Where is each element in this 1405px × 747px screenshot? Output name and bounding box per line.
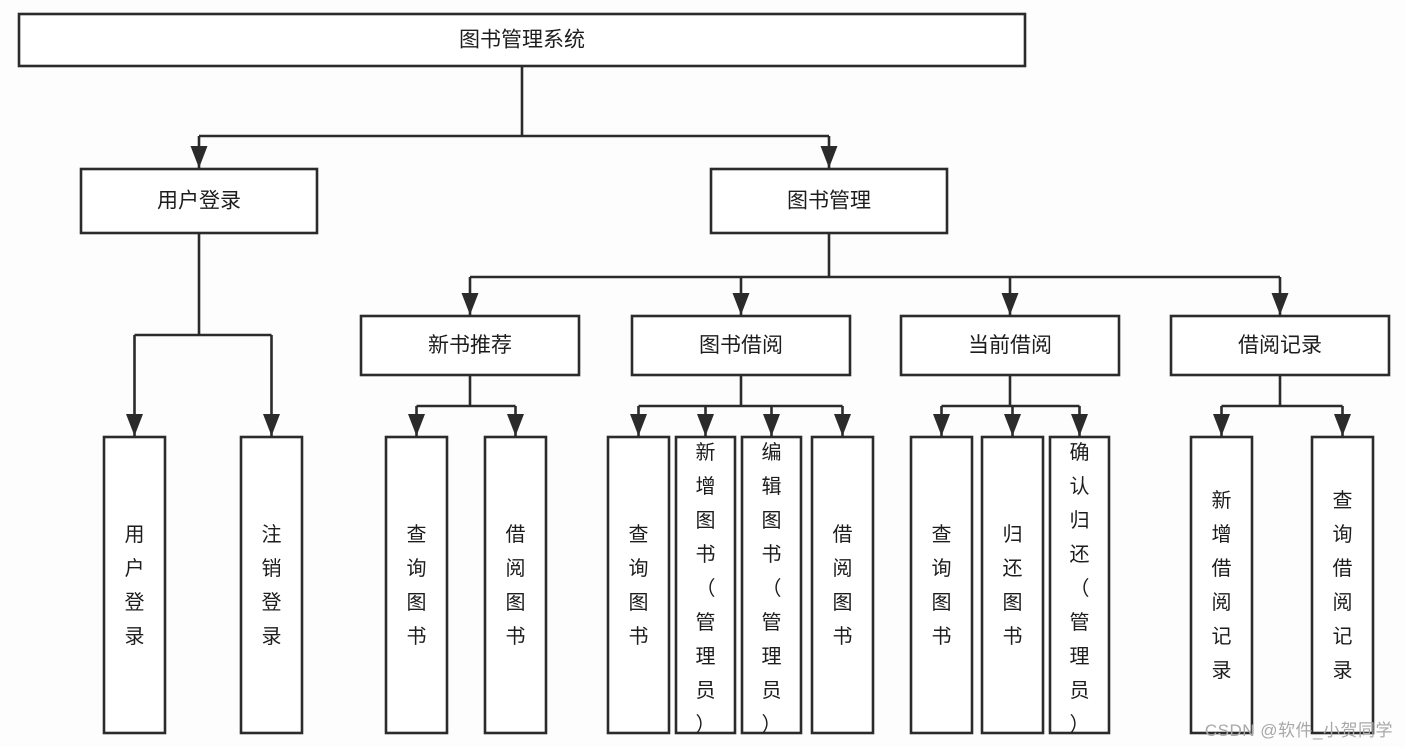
leaf-node-rect[interactable] [102,435,167,735]
level3-node-label: 借阅记录 [1238,334,1322,357]
arrow-head-icon [1004,414,1021,436]
arrow-head-icon [1001,293,1019,315]
arrow-head-icon [933,414,950,436]
leaf-node-rect[interactable] [606,435,671,735]
level3-node-1[interactable]: 新书推荐 [359,314,581,377]
leaf-node-rect[interactable] [740,435,803,735]
level3-node-rect[interactable] [359,314,581,377]
arrow-head-icon [408,414,425,436]
leaf-node-7[interactable]: 编辑图书（管理员） [740,435,803,736]
arrow-head-icon [126,414,143,436]
leaf-node-label: 编辑图书（管理员） [762,441,782,736]
leaf-node-rect[interactable] [239,435,304,735]
leaf-node-label: 注销登录 [262,523,282,648]
leaf-node-rect[interactable] [980,435,1045,735]
leaf-node-rect[interactable] [1310,435,1375,735]
node-boxes: 图书管理系统用户登录图书管理新书推荐图书借阅当前借阅借阅记录用户登录注销登录查询… [17,12,1391,736]
leaf-node-13[interactable]: 查询借阅记录 [1310,435,1375,735]
leaf-node-label: 查询图书 [407,523,427,648]
leaf-node-rect[interactable] [1189,435,1254,735]
level2-node-label: 图书管理 [787,190,871,213]
arrow-head-icon [630,414,647,436]
level3-node-2[interactable]: 图书借阅 [630,314,852,377]
leaf-node-rect[interactable] [810,435,875,735]
arrow-head-icon [834,414,851,436]
arrow-head-icon [1071,414,1088,436]
leaf-node-label: 新增借阅记录 [1212,489,1232,682]
leaf-node-label: 用户登录 [125,524,145,648]
leaf-node-8[interactable]: 借阅图书 [810,435,875,735]
level3-node-rect[interactable] [630,314,852,377]
arrow-head-icon [1271,293,1289,315]
leaf-node-1[interactable]: 用户登录 [102,435,167,735]
level2-node-2[interactable]: 图书管理 [709,167,949,235]
leaf-node-label: 查询图书 [629,523,649,648]
leaf-node-label: 查询图书 [932,523,952,648]
arrow-head-icon [507,414,524,436]
leaf-node-4[interactable]: 借阅图书 [483,435,548,735]
leaf-node-5[interactable]: 查询图书 [606,435,671,735]
leaf-node-11[interactable]: 确认归还（管理员） [1048,435,1111,736]
arrow-head-icon [820,146,838,168]
leaf-node-rect[interactable] [909,435,974,735]
level3-node-4[interactable]: 借阅记录 [1169,314,1391,377]
leaf-node-10[interactable]: 归还图书 [980,435,1045,735]
level2-node-1[interactable]: 用户登录 [79,167,319,235]
level3-node-3[interactable]: 当前借阅 [899,314,1121,377]
arrow-head-icon [1334,414,1351,436]
leaf-node-2[interactable]: 注销登录 [239,435,304,735]
leaf-node-label: 确认归还（管理员） [1070,441,1090,736]
root-node-label: 图书管理系统 [459,29,585,52]
level3-node-label: 图书借阅 [699,334,783,357]
level2-node-rect[interactable] [79,167,319,235]
leaf-node-label: 新增图书（管理员） [696,441,716,736]
leaf-node-rect[interactable] [674,435,737,735]
arrow-head-icon [461,293,479,315]
leaf-node-9[interactable]: 查询图书 [909,435,974,735]
leaf-node-rect[interactable] [1048,435,1111,735]
leaf-node-rect[interactable] [483,435,548,735]
root-node-rect[interactable] [17,12,1027,68]
leaf-node-label: 借阅图书 [833,523,853,648]
arrow-head-icon [1213,414,1230,436]
level2-node-rect[interactable] [709,167,949,235]
leaf-node-label: 借阅图书 [506,523,526,648]
leaf-node-3[interactable]: 查询图书 [384,435,449,735]
arrow-head-icon [732,293,750,315]
connector-lines [126,66,1351,436]
level3-node-rect[interactable] [1169,314,1391,377]
leaf-node-rect[interactable] [384,435,449,735]
arrow-head-icon [697,414,714,436]
level3-node-label: 新书推荐 [428,334,512,357]
leaf-node-6[interactable]: 新增图书（管理员） [674,435,737,736]
level2-node-label: 用户登录 [157,190,241,213]
arrow-head-icon [190,146,208,168]
leaf-node-label: 查询借阅记录 [1333,489,1353,682]
level3-node-label: 当前借阅 [968,334,1052,357]
leaf-node-label: 归还图书 [1003,523,1023,648]
level3-node-rect[interactable] [899,314,1121,377]
arrow-head-icon [763,414,780,436]
arrow-head-icon [263,414,280,436]
leaf-node-12[interactable]: 新增借阅记录 [1189,435,1254,735]
root-node-1[interactable]: 图书管理系统 [17,12,1027,68]
